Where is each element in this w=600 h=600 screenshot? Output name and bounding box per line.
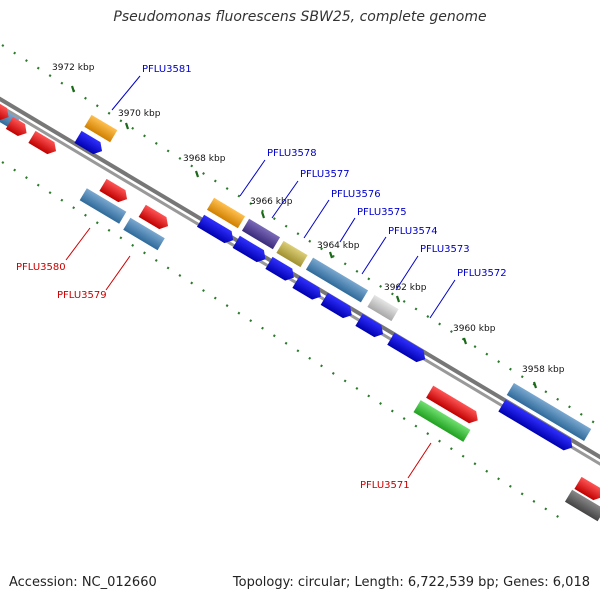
leader-line	[407, 442, 432, 479]
leader-line	[111, 75, 141, 111]
major-tick	[328, 251, 334, 259]
leader-line	[339, 217, 356, 243]
cds-arrow[interactable]	[426, 385, 481, 427]
cds-arrow[interactable]	[0, 101, 12, 123]
cds-arrow[interactable]	[99, 178, 130, 205]
gene-box[interactable]	[506, 382, 592, 442]
gene-label[interactable]: PFLU3576	[331, 189, 381, 200]
gene-box[interactable]	[84, 114, 118, 143]
major-tick	[395, 295, 401, 303]
gene-label[interactable]: PFLU3577	[300, 169, 350, 180]
cds-arrow[interactable]	[5, 116, 30, 139]
cds-arrow[interactable]	[292, 275, 324, 303]
leader-line	[105, 255, 131, 291]
gene-label[interactable]: PFLU3572	[457, 268, 507, 279]
gene-box[interactable]	[367, 294, 399, 322]
gene-label[interactable]: PFLU3575	[357, 207, 407, 218]
major-tick	[194, 170, 200, 178]
gene-box[interactable]	[206, 197, 246, 229]
inner-tick-ring	[1, 161, 561, 519]
gene-box[interactable]	[123, 217, 165, 251]
cds-arrow[interactable]	[196, 214, 237, 246]
page-title: Pseudomonas fluorescens SBW25, complete …	[113, 9, 487, 25]
cds-arrow[interactable]	[498, 399, 576, 453]
cds-arrow[interactable]	[28, 130, 59, 157]
gene-label[interactable]: PFLU3578	[267, 148, 317, 159]
gene-box[interactable]	[305, 257, 369, 303]
tick-label: 3966 kbp	[250, 197, 293, 207]
gene-box[interactable]	[413, 400, 471, 442]
cds-arrow[interactable]	[265, 256, 297, 284]
major-tick	[260, 211, 266, 219]
tick-label: 3964 kbp	[317, 241, 360, 251]
gene-box[interactable]	[241, 218, 281, 250]
gene-label[interactable]: PFLU3581	[142, 64, 192, 75]
major-tick	[532, 381, 538, 389]
outer-tick-ring	[1, 44, 599, 426]
cds-arrow[interactable]	[232, 235, 269, 265]
tick-label: 3970 kbp	[118, 109, 161, 119]
gene-box[interactable]	[564, 489, 600, 522]
tick-label: 3960 kbp	[453, 324, 496, 334]
cds-arrow[interactable]	[574, 476, 600, 503]
red-arrows-left	[0, 101, 59, 157]
gene-label[interactable]: PFLU3579	[57, 290, 107, 301]
major-tick	[70, 85, 76, 93]
cds-arrow[interactable]	[138, 204, 172, 232]
cds-arrow[interactable]	[320, 292, 356, 321]
leader-line	[303, 199, 330, 239]
leader-line	[429, 279, 456, 319]
leader-line	[239, 159, 266, 197]
blue-arrows-upper	[74, 130, 576, 453]
cds-arrow[interactable]	[387, 332, 429, 366]
accession-text: Accession: NC_012660	[9, 575, 157, 590]
gene-box[interactable]	[79, 188, 127, 224]
lower-strand-genes	[79, 178, 600, 522]
gene-label[interactable]: PFLU3571	[360, 480, 410, 491]
leader-line	[65, 227, 91, 261]
genome-summary-text: Topology: circular; Length: 6,722,539 bp…	[232, 575, 590, 590]
leader-line	[271, 180, 299, 219]
gene-label[interactable]: PFLU3574	[388, 226, 438, 237]
major-tick	[462, 337, 468, 345]
gene-label[interactable]: PFLU3580	[16, 262, 66, 273]
tick-label: 3962 kbp	[384, 283, 427, 293]
leader-line	[361, 236, 387, 275]
leader-line	[395, 255, 419, 291]
tick-label: 3968 kbp	[183, 154, 226, 164]
cds-arrow[interactable]	[74, 130, 105, 157]
major-tick	[124, 122, 130, 130]
tick-label: 3972 kbp	[52, 63, 95, 73]
cds-arrow[interactable]	[355, 313, 386, 340]
gene-box[interactable]	[276, 240, 308, 268]
gene-label[interactable]: PFLU3573	[420, 244, 470, 255]
tick-label: 3958 kbp	[522, 365, 565, 375]
